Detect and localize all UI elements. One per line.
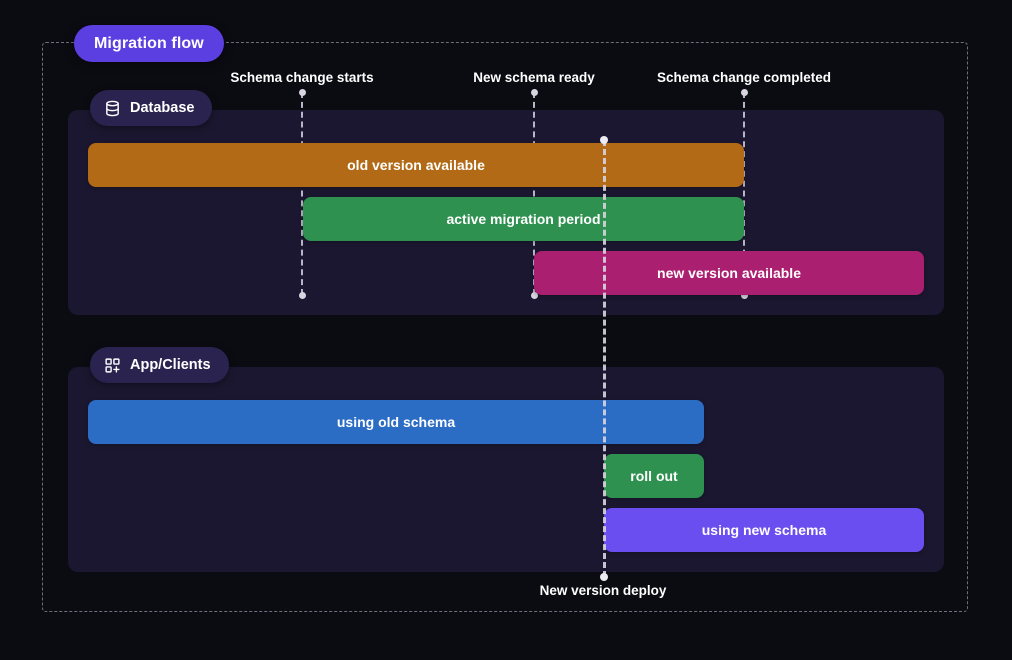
milestone-dot-top-schema_change_completed (740, 88, 748, 96)
bar-old_version_available[interactable]: old version available (88, 143, 744, 187)
milestone-dot-bottom-schema_change_starts (298, 291, 306, 299)
flow-title-label: Migration flow (94, 34, 204, 52)
flow-title-pill: Migration flow (74, 25, 224, 62)
bar-label-using_new_schema: using new schema (701, 522, 827, 538)
lane-label-text-database: Database (130, 100, 195, 116)
milestone-dot-bottom-new_schema_ready (530, 291, 538, 299)
milestone-dot-top-schema_change_starts (298, 88, 306, 96)
lane-label-database: Database (90, 90, 213, 126)
bar-using_new_schema[interactable]: using new schema (604, 508, 924, 552)
bar-label-new_version_available: new version available (657, 265, 801, 281)
bar-active_migration_period[interactable]: active migration period (303, 197, 744, 241)
milestone-label-schema_change_completed: Schema change completed (656, 70, 832, 85)
bar-label-using_old_schema: using old schema (336, 414, 456, 430)
diagram-outer-frame (42, 42, 968, 612)
deploy-marker-dot-top (599, 136, 608, 144)
lane-label-app-clients: App/Clients (90, 347, 229, 383)
milestone-dot-bottom-schema_change_completed (740, 291, 748, 299)
deploy-marker-line (603, 140, 606, 577)
bar-using_old_schema[interactable]: using old schema (88, 400, 704, 444)
lane-label-text-app-clients: App/Clients (130, 357, 211, 373)
milestone-line-schema_change_starts (301, 92, 303, 295)
bar-label-roll_out: roll out (630, 468, 678, 484)
bar-label-old_version_available: old version available (347, 157, 485, 173)
milestone-line-schema_change_completed (743, 92, 745, 295)
milestone-label-new_schema_ready: New schema ready (473, 70, 595, 85)
bar-roll_out[interactable]: roll out (604, 454, 704, 498)
database-icon (104, 100, 121, 117)
milestone-line-new_schema_ready (533, 92, 535, 295)
deploy-marker-label: New version deploy (539, 583, 667, 598)
app-grid-plus-icon (104, 357, 121, 374)
bar-new_version_available[interactable]: new version available (534, 251, 924, 295)
deploy-marker-dot-bottom (599, 573, 608, 581)
milestone-label-schema_change_starts: Schema change starts (230, 70, 374, 85)
bar-label-active_migration_period: active migration period (446, 211, 601, 227)
milestone-dot-top-new_schema_ready (530, 88, 538, 96)
